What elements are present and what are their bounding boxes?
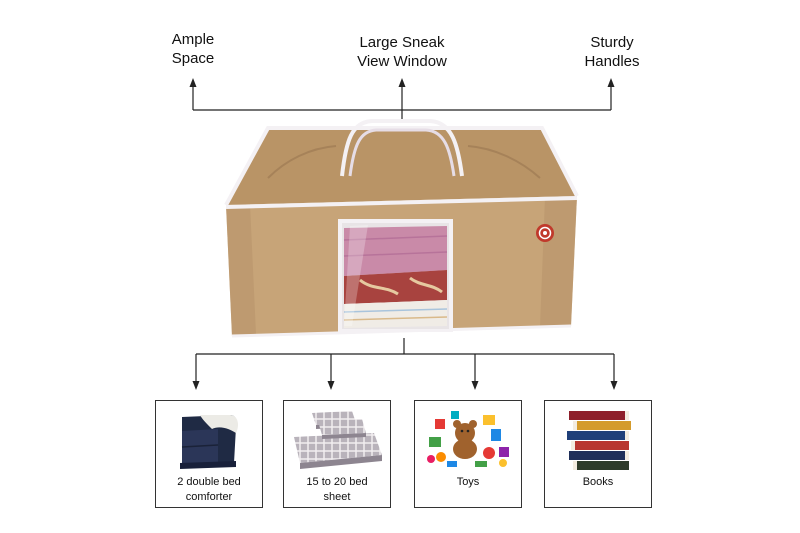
arrow-down-icon (327, 381, 335, 390)
arrow-down-icon (192, 381, 200, 390)
arrow-up-icon (607, 78, 615, 87)
arrow-down-icon (610, 381, 618, 390)
feature-label-line: Large Sneak (359, 34, 445, 51)
use-card-caption: 2 double bed comforter (158, 475, 260, 505)
bed-sheet-icon (294, 411, 382, 469)
use-card-bed-sheet: 15 to 20 bed sheet (283, 400, 391, 508)
comforter-icon (180, 415, 238, 469)
use-card-comforter: 2 double bed comforter (155, 400, 263, 508)
use-card-caption: 15 to 20 bed sheet (286, 475, 388, 505)
caption-line: sheet (323, 491, 351, 503)
feature-label-line: Space (171, 50, 215, 67)
caption-line: Books (582, 476, 614, 488)
feature-label-sturdy-handles: Sturdy Handles (570, 33, 654, 71)
use-card-toys: Toys (414, 400, 522, 508)
use-card-caption: Toys (417, 475, 519, 490)
feature-label-line: Sturdy (590, 34, 634, 51)
feature-label-line: Ample (171, 31, 215, 48)
feature-label-line: Handles (584, 53, 640, 70)
caption-line: comforter (185, 491, 233, 503)
arrow-down-icon (471, 381, 479, 390)
toys-icon (427, 411, 509, 467)
feature-label-sneak-window: Large Sneak View Window (340, 33, 464, 71)
use-card-caption: Books (547, 475, 649, 490)
caption-line: Toys (456, 476, 480, 488)
storage-bag-image (224, 119, 579, 338)
caption-line: 15 to 20 bed (306, 476, 368, 488)
arrow-up-icon (398, 78, 406, 87)
arrow-up-icon (189, 78, 197, 87)
feature-label-line: View Window (357, 53, 447, 70)
use-card-books: Books (544, 400, 652, 508)
caption-line: 2 double bed (177, 476, 241, 488)
feature-label-ample-space: Ample Space (155, 30, 231, 68)
books-icon (567, 411, 631, 470)
